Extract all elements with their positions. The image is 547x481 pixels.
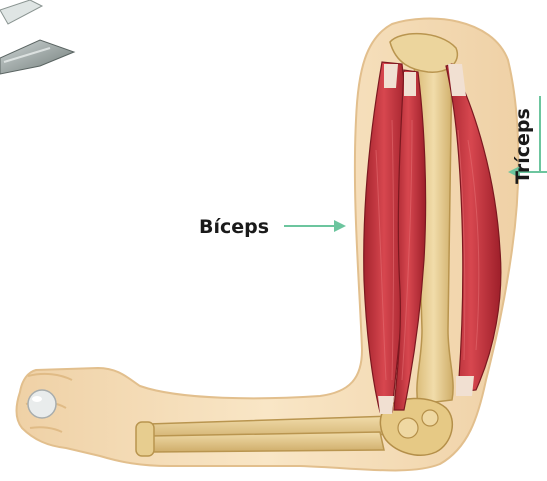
biceps-arrow <box>284 220 346 232</box>
scalpel-fragment <box>0 0 74 74</box>
biceps-label: Bíceps <box>199 216 269 238</box>
triceps-label: Tríceps <box>512 108 534 184</box>
hand-ball <box>28 390 56 418</box>
